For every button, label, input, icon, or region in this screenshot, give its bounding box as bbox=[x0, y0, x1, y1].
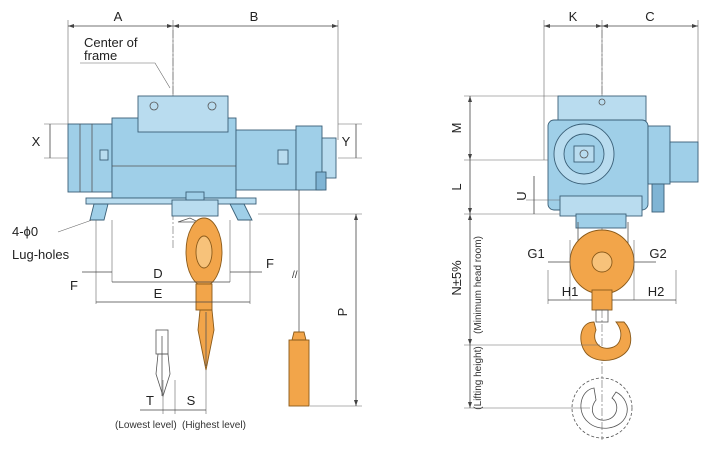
control-box bbox=[137, 95, 229, 133]
label-k: K bbox=[569, 9, 578, 24]
label-x: X bbox=[32, 134, 41, 149]
label-n: N±5% bbox=[449, 260, 464, 296]
label-l: L bbox=[449, 183, 464, 190]
hook-block-side bbox=[177, 217, 223, 371]
dim-y: Y bbox=[338, 123, 362, 159]
dim-m: M bbox=[449, 95, 558, 161]
dim-u: U bbox=[514, 176, 560, 214]
dim-f-left: F bbox=[70, 271, 112, 293]
dim-n: N±5% (Minimum head room) bbox=[449, 214, 600, 346]
label-p: P bbox=[335, 308, 350, 317]
lug-holes-line2: Lug-holes bbox=[12, 247, 70, 262]
dim-lifting-height: (Lifting height) bbox=[464, 345, 590, 410]
label-g1: G1 bbox=[527, 246, 544, 261]
label-a: A bbox=[114, 9, 123, 24]
label-lifting-height: (Lifting height) bbox=[473, 346, 484, 409]
dim-f-right: F bbox=[230, 256, 274, 273]
label-f-left: F bbox=[70, 278, 78, 293]
dim-g2: G2 bbox=[633, 240, 667, 300]
dim-x: X bbox=[32, 123, 68, 159]
dim-g1: G1 bbox=[527, 240, 571, 300]
dim-h1: H1 bbox=[547, 270, 592, 304]
dim-h2: H2 bbox=[612, 270, 677, 304]
dim-e: E bbox=[96, 286, 250, 303]
label-b: B bbox=[250, 9, 259, 24]
label-lowest-level: (Lowest level) bbox=[115, 420, 177, 431]
label-f-right: F bbox=[266, 256, 274, 271]
dim-p: P bbox=[258, 213, 362, 407]
hook-block-front bbox=[569, 222, 635, 361]
center-of-frame-line2: frame bbox=[84, 48, 117, 63]
label-d: D bbox=[153, 266, 162, 281]
dim-t: T bbox=[140, 393, 175, 411]
label-g2: G2 bbox=[649, 246, 666, 261]
center-of-frame-callout: Center of frame bbox=[80, 35, 171, 89]
label-t: T bbox=[146, 393, 154, 408]
label-m: M bbox=[449, 123, 464, 134]
hook-lowest-outline bbox=[155, 329, 171, 398]
label-min-head-room: (Minimum head room) bbox=[473, 236, 484, 334]
lug-holes-callout: 4-ϕ0 Lug-holes bbox=[12, 219, 93, 262]
svg-text://: // bbox=[292, 270, 298, 281]
front-view: K C M L bbox=[449, 9, 699, 440]
label-s: S bbox=[187, 393, 196, 408]
dim-d: D bbox=[112, 266, 230, 283]
label-h1: H1 bbox=[562, 284, 579, 299]
label-y: Y bbox=[342, 134, 351, 149]
dim-l: L bbox=[449, 160, 560, 215]
lug-holes-line1: 4-ϕ0 bbox=[12, 224, 38, 239]
label-u: U bbox=[514, 191, 529, 200]
center-of-frame-line1: Center of bbox=[84, 35, 138, 50]
hook-lowest-front-outline bbox=[571, 377, 633, 439]
label-highest-level: (Highest level) bbox=[182, 420, 246, 431]
dim-s: S bbox=[175, 393, 206, 411]
pendant-switch bbox=[288, 339, 310, 407]
frame-bar bbox=[85, 197, 257, 205]
label-h2: H2 bbox=[648, 284, 665, 299]
label-e: E bbox=[154, 286, 163, 301]
label-c: C bbox=[645, 9, 654, 24]
side-view: A B Center of frame bbox=[12, 9, 362, 431]
gear-box-front bbox=[669, 141, 699, 183]
